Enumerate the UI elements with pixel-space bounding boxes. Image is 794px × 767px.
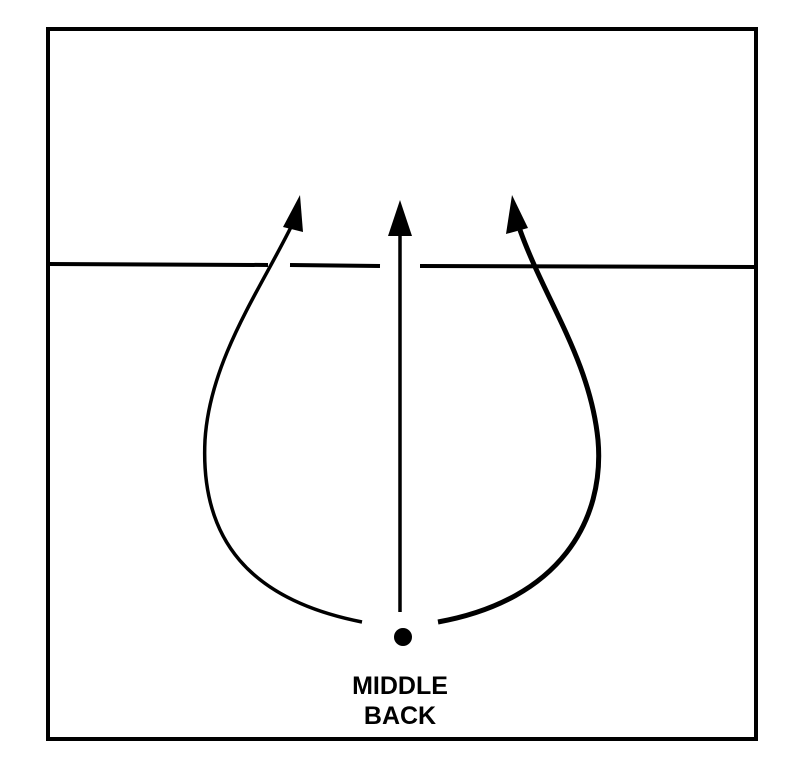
right-curved-arrow: [437, 195, 602, 625]
player-label-line1: MIDDLE: [352, 672, 448, 700]
court-border: [46, 27, 758, 741]
court-line: [47, 262, 757, 269]
middle-back-player-dot: [394, 628, 412, 646]
player-label-line2: BACK: [363, 702, 437, 730]
middle-straight-arrow: [388, 200, 412, 612]
left-curved-arrow: [202, 195, 363, 624]
